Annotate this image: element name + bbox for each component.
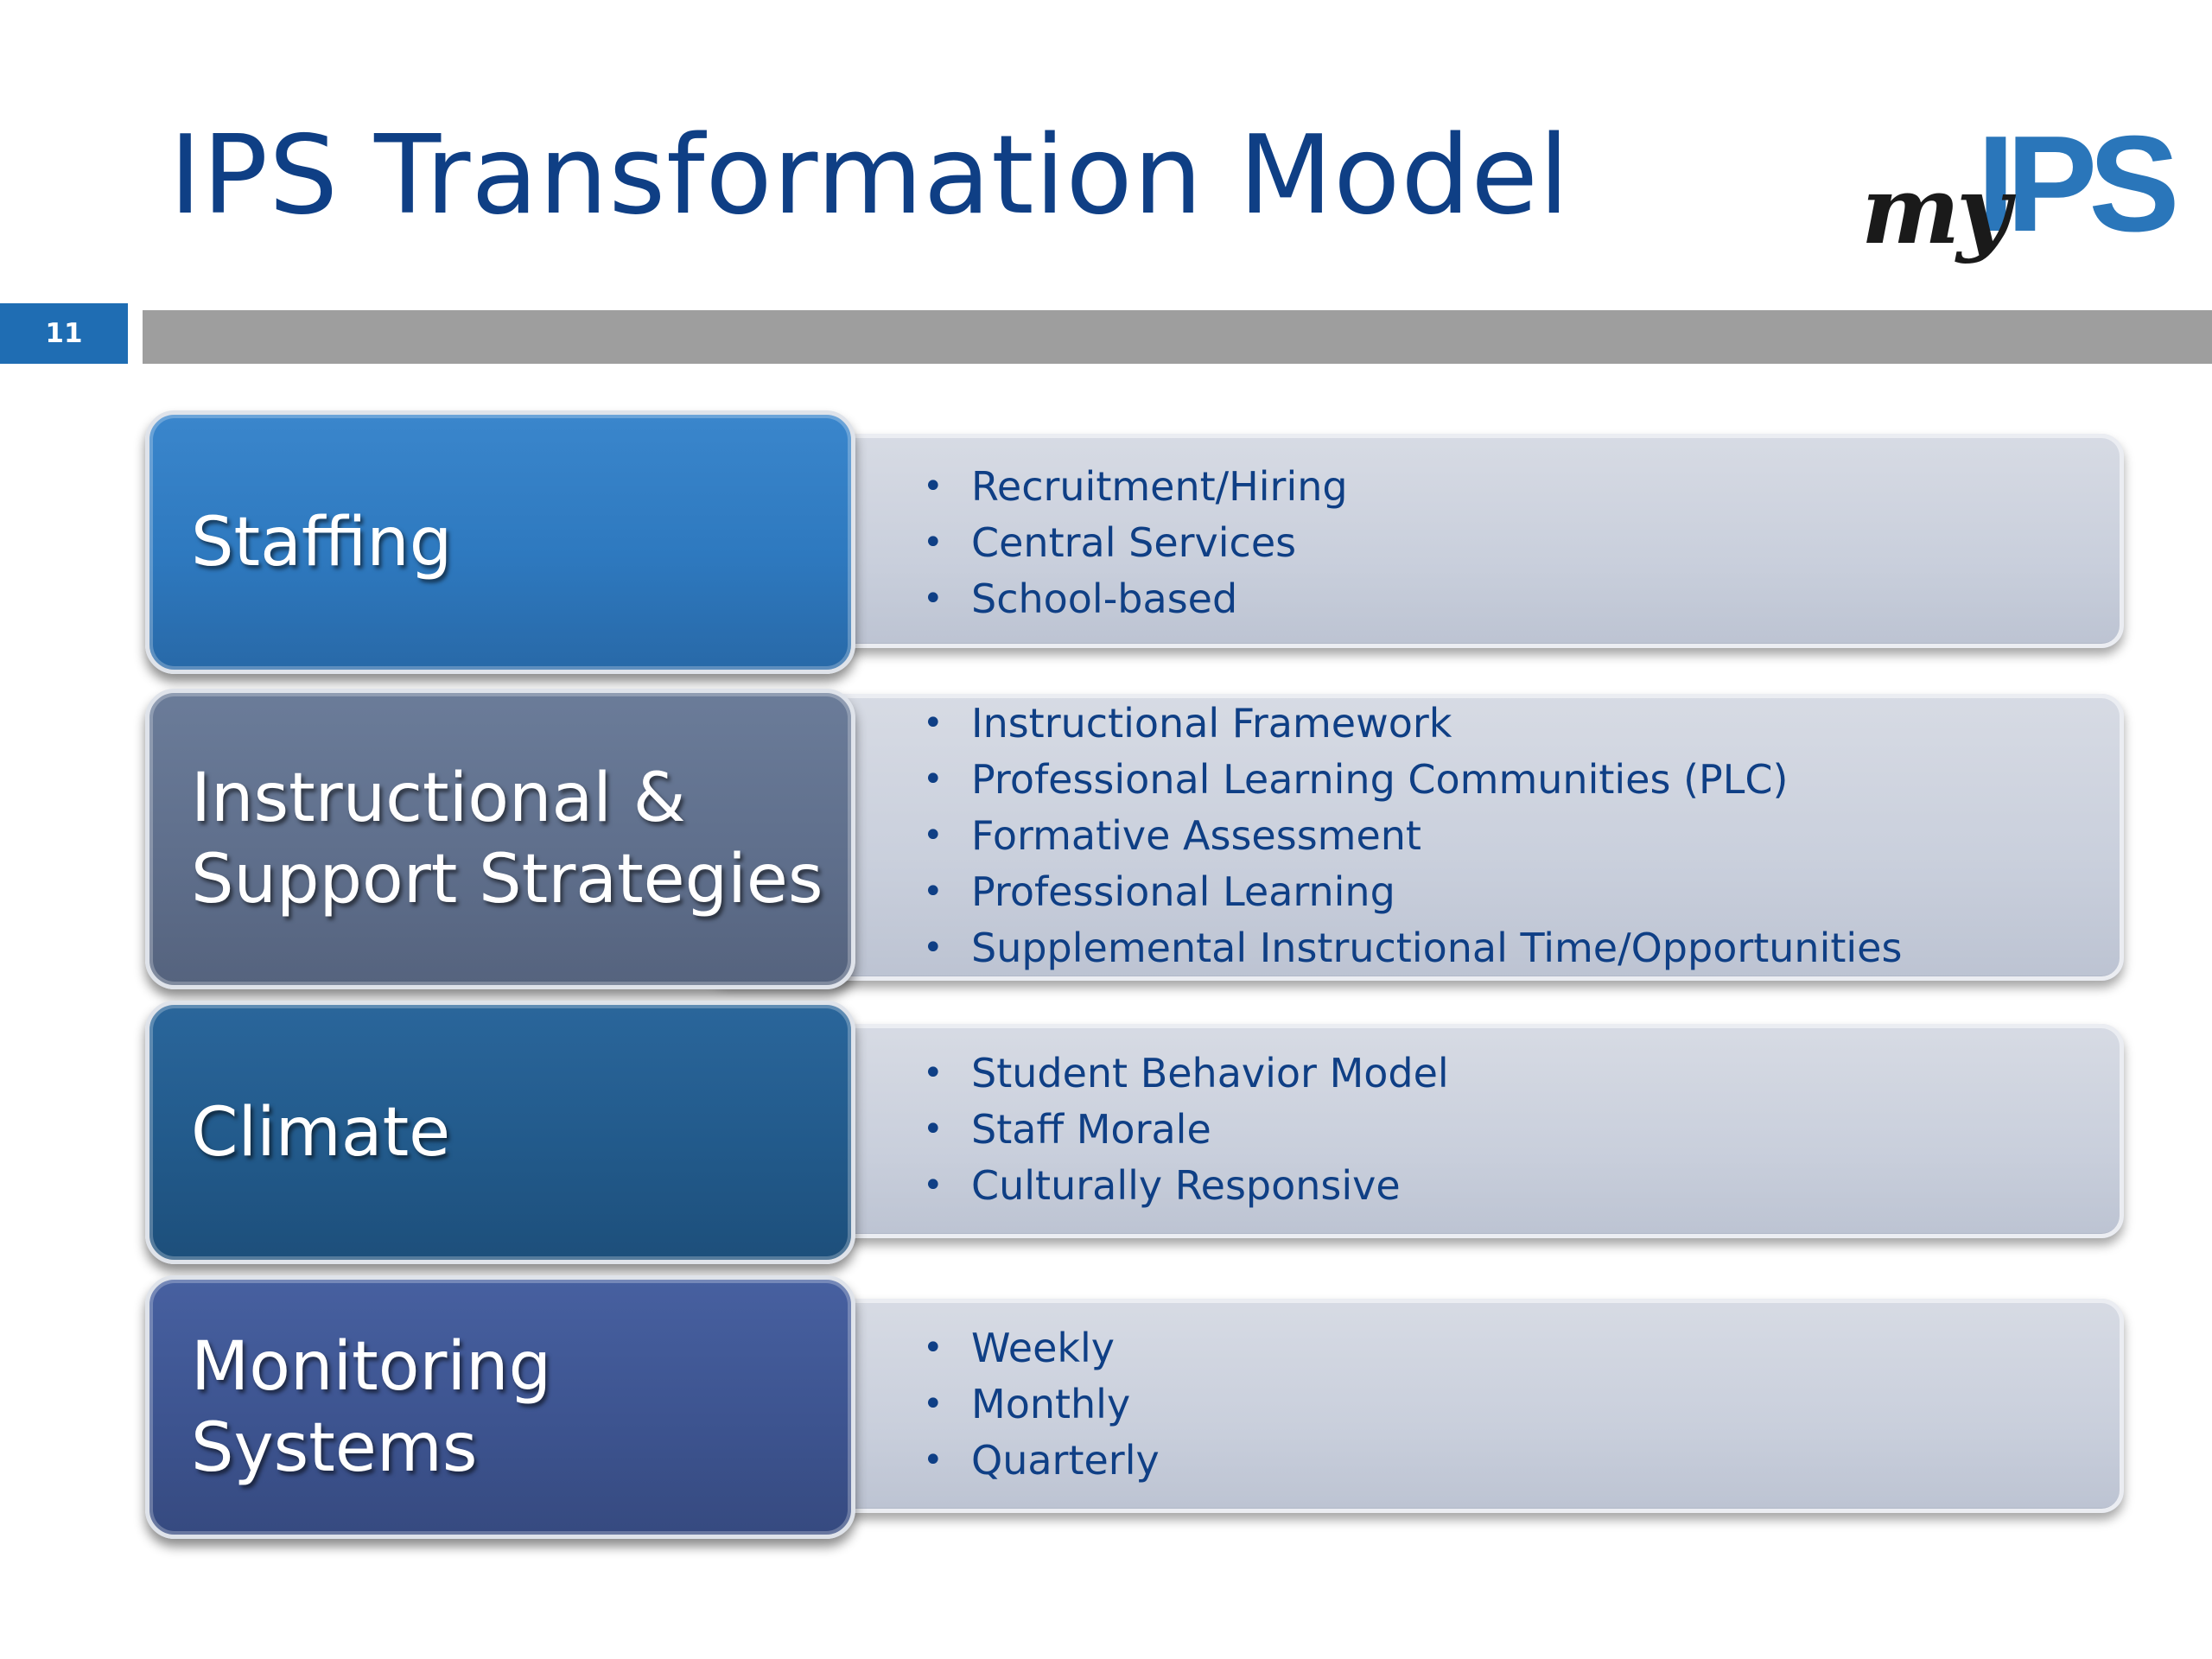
list-item: Central Services: [923, 515, 1348, 571]
category-staffing: Staffing: [145, 410, 855, 674]
list-item: Quarterly: [923, 1433, 1160, 1489]
staffing-detail-panel: [707, 434, 2124, 648]
list-item: Professional Learning Communities (PLC): [923, 752, 1902, 808]
list-item: Professional Learning: [923, 864, 1902, 920]
list-item: Supplemental Instructional Time/Opportun…: [923, 920, 1902, 976]
monitoring-detail-panel: [707, 1299, 2124, 1513]
category-instructional-support: Instructional & Support Strategies: [145, 689, 855, 989]
list-item: Formative Assessment: [923, 808, 1902, 864]
slide-title: IPS Transformation Model: [169, 111, 1570, 238]
category-label: Staffing: [191, 503, 453, 582]
model-row-climate: Climate Student Behavior Model Staff Mor…: [145, 1001, 2124, 1264]
category-monitoring-systems: Monitoring Systems: [145, 1275, 855, 1539]
monitoring-bullet-list: Weekly Monthly Quarterly: [923, 1320, 1160, 1489]
model-row-monitoring-systems: Monitoring Systems Weekly Monthly Quarte…: [145, 1275, 2124, 1539]
logo-ips-text: IPS: [1977, 108, 2180, 260]
list-item: Recruitment/Hiring: [923, 459, 1348, 515]
instructional-bullet-list: Instructional Framework Professional Lea…: [923, 696, 1902, 976]
model-row-instructional-support: Instructional & Support Strategies Instr…: [145, 689, 2124, 989]
logo-my-text: my: [1861, 156, 2011, 265]
list-item: Culturally Responsive: [923, 1158, 1449, 1214]
category-label: Instructional & Support Strategies: [191, 760, 823, 918]
climate-bullet-list: Student Behavior Model Staff Morale Cult…: [923, 1046, 1449, 1214]
list-item: Instructional Framework: [923, 696, 1902, 752]
header-divider-bar: [143, 310, 2212, 364]
staffing-bullet-list: Recruitment/Hiring Central Services Scho…: [923, 459, 1348, 627]
category-label: Monitoring Systems: [191, 1327, 552, 1487]
category-climate: Climate: [145, 1001, 855, 1264]
category-label: Climate: [191, 1093, 451, 1172]
list-item: Weekly: [923, 1320, 1160, 1376]
model-row-staffing: Staffing Recruitment/Hiring Central Serv…: [145, 410, 2124, 674]
slide-number: 11: [0, 303, 128, 364]
list-item: Staff Morale: [923, 1102, 1449, 1158]
list-item: Monthly: [923, 1376, 1160, 1433]
list-item: Student Behavior Model: [923, 1046, 1449, 1102]
myips-logo: IPS my: [1858, 108, 2180, 276]
list-item: School-based: [923, 571, 1348, 627]
